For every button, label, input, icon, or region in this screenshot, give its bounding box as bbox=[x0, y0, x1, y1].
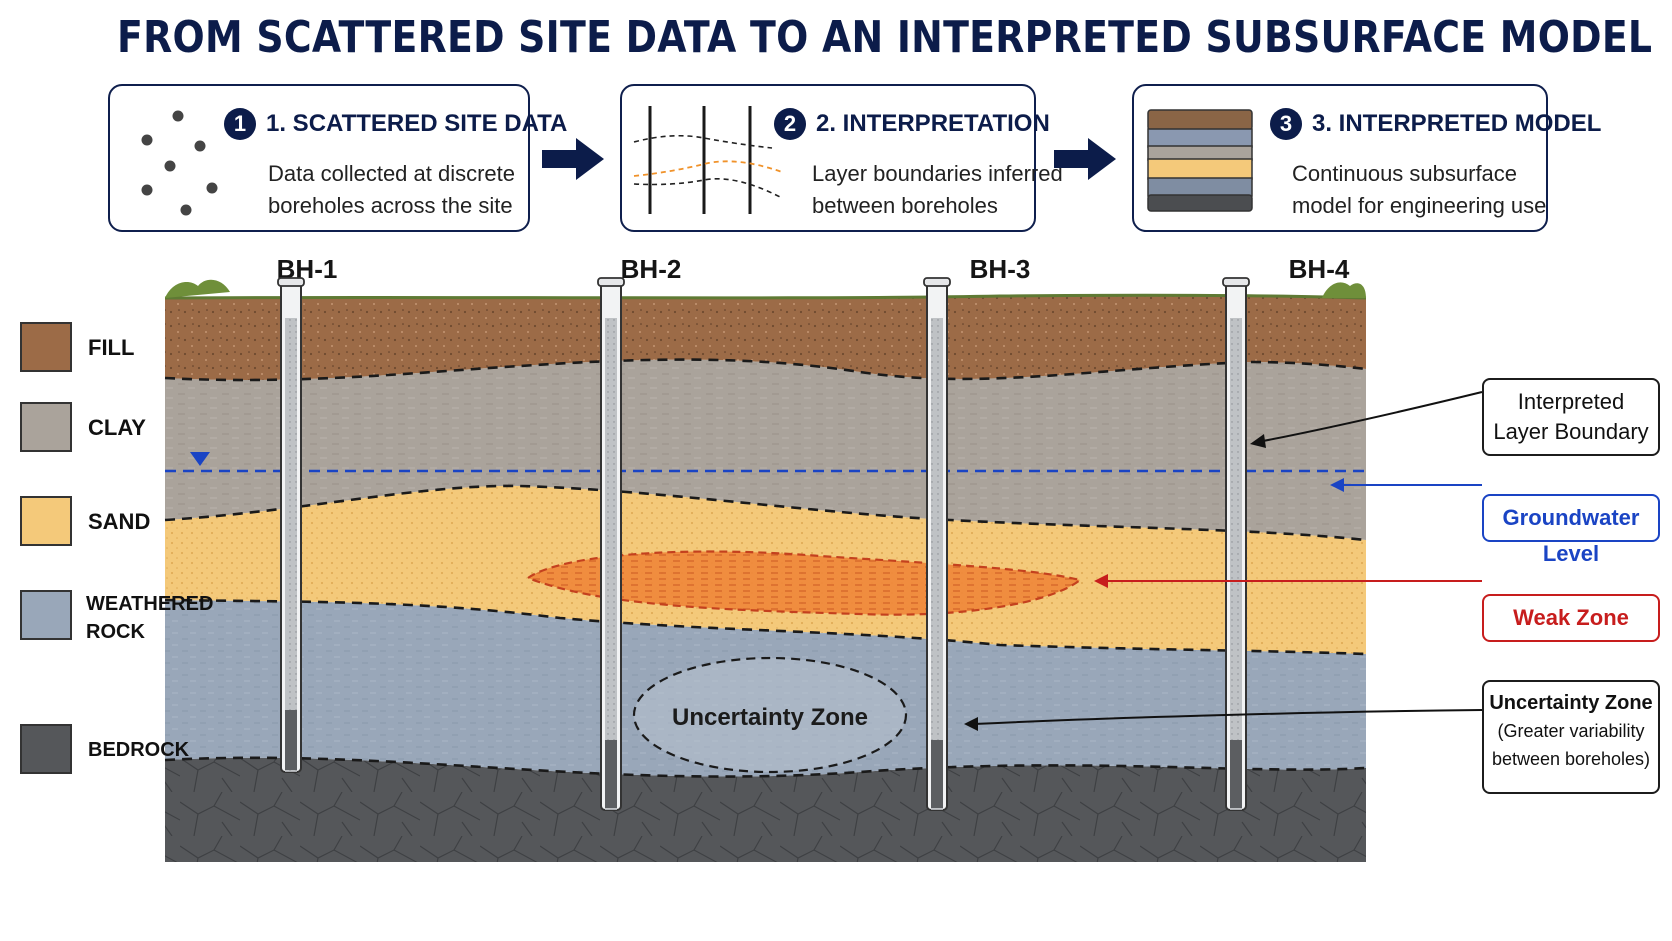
inferred-boundaries-icon bbox=[633, 106, 782, 214]
callout-uncertainty-zone: Uncertainty Zone (Greater variability be… bbox=[1482, 680, 1660, 794]
callout-line: between boreholes) bbox=[1491, 749, 1651, 769]
step-number: 3 bbox=[1270, 108, 1302, 140]
borehole-label-bh-4: BH-4 bbox=[1288, 254, 1350, 284]
bedrock-layer bbox=[165, 757, 1366, 862]
callout-line: Layer Boundary bbox=[1493, 419, 1649, 444]
legend-swatch-sand bbox=[20, 496, 72, 546]
callout-arrows bbox=[964, 391, 1483, 731]
step-title: 1. SCATTERED SITE DATA bbox=[266, 110, 568, 137]
page-title: FROM SCATTERED SITE DATA TO AN INTERPRET… bbox=[117, 12, 1653, 63]
ground-surface-line bbox=[164, 293, 1367, 300]
step-card-interpretation: 2 2. INTERPRETATION Layer boundaries inf… bbox=[620, 84, 1063, 232]
arrow-right-icon bbox=[1054, 138, 1116, 180]
legend-label-line: ROCK bbox=[86, 621, 145, 643]
step-card-interpreted-model: 3 3. INTERPRETED MODEL Continuous subsur… bbox=[1132, 84, 1601, 232]
clay-layer bbox=[165, 359, 1366, 540]
fill-layer bbox=[165, 295, 1366, 381]
step-description-line: Continuous subsurface bbox=[1292, 161, 1518, 186]
legend-label-sand: SAND bbox=[88, 509, 151, 534]
legend-label-weathered-rock: WEATHERED ROCK bbox=[86, 590, 213, 646]
arrow-right-icon bbox=[542, 138, 604, 180]
callout-weak-zone: Weak Zone bbox=[1482, 594, 1660, 642]
borehole-bh-4 bbox=[1222, 277, 1250, 811]
callout-line: Uncertainty Zone bbox=[1489, 692, 1653, 714]
step-card-scattered-data: 1 1. SCATTERED SITE DATA Data collected … bbox=[108, 84, 567, 232]
water-table-marker-icon bbox=[190, 452, 210, 466]
grass-tuft-left bbox=[165, 279, 230, 298]
step-title: 3. INTERPRETED MODEL bbox=[1312, 110, 1602, 137]
borehole-label-bh-2: BH-2 bbox=[620, 254, 682, 284]
uncertainty-zone bbox=[632, 656, 908, 774]
step-description-line: model for engineering use bbox=[1292, 193, 1547, 218]
step-title: 2. INTERPRETATION bbox=[816, 110, 1050, 137]
callout-interpreted-layer-boundary: Interpreted Layer Boundary bbox=[1482, 378, 1660, 456]
step-number: 1 bbox=[224, 108, 256, 140]
callout-line: (Greater variability bbox=[1497, 721, 1645, 741]
step-description: Continuous subsurface model for engineer… bbox=[1292, 158, 1546, 222]
step-description-line: Data collected at discrete bbox=[268, 161, 516, 186]
step-description-line: Layer boundaries inferred bbox=[812, 161, 1063, 186]
scattered-points-icon bbox=[141, 110, 218, 216]
borehole-bh-2 bbox=[597, 277, 625, 811]
legend-swatch-bedrock bbox=[20, 724, 72, 774]
borehole-bh-1 bbox=[277, 277, 305, 773]
subsurface-cross-section: Uncertainty Zone bbox=[164, 277, 1483, 862]
grass-tuft-right bbox=[1322, 282, 1366, 298]
step-description-line: between boreholes bbox=[812, 193, 998, 218]
legend-label-line: WEATHERED bbox=[86, 593, 214, 615]
legend-label-clay: CLAY bbox=[88, 415, 146, 440]
callout-groundwater-level: Groundwater Level bbox=[1482, 494, 1660, 566]
step-description-line: boreholes across the site bbox=[268, 193, 513, 218]
borehole-bh-3 bbox=[923, 277, 951, 811]
legend-swatch-weathered-rock bbox=[20, 590, 72, 640]
step-heading: 1 1. SCATTERED SITE DATA bbox=[224, 108, 567, 140]
uncertainty-zone-label: Uncertainty Zone bbox=[672, 704, 868, 731]
legend-label-fill: FILL bbox=[88, 335, 135, 360]
step-description: Data collected at discrete boreholes acr… bbox=[268, 158, 515, 222]
legend-label-bedrock: BEDROCK bbox=[88, 739, 190, 761]
step-heading: 2 2. INTERPRETATION bbox=[774, 108, 1050, 140]
step-heading: 3 3. INTERPRETED MODEL bbox=[1270, 108, 1601, 140]
borehole-label-bh-3: BH-3 bbox=[969, 254, 1031, 284]
layered-model-icon bbox=[1147, 109, 1253, 212]
legend-swatch-fill bbox=[20, 322, 72, 372]
callout-line: Interpreted bbox=[1517, 389, 1625, 414]
legend-swatch-clay bbox=[20, 402, 72, 452]
step-description: Layer boundaries inferred between boreho… bbox=[812, 158, 1063, 222]
step-number: 2 bbox=[774, 108, 806, 140]
